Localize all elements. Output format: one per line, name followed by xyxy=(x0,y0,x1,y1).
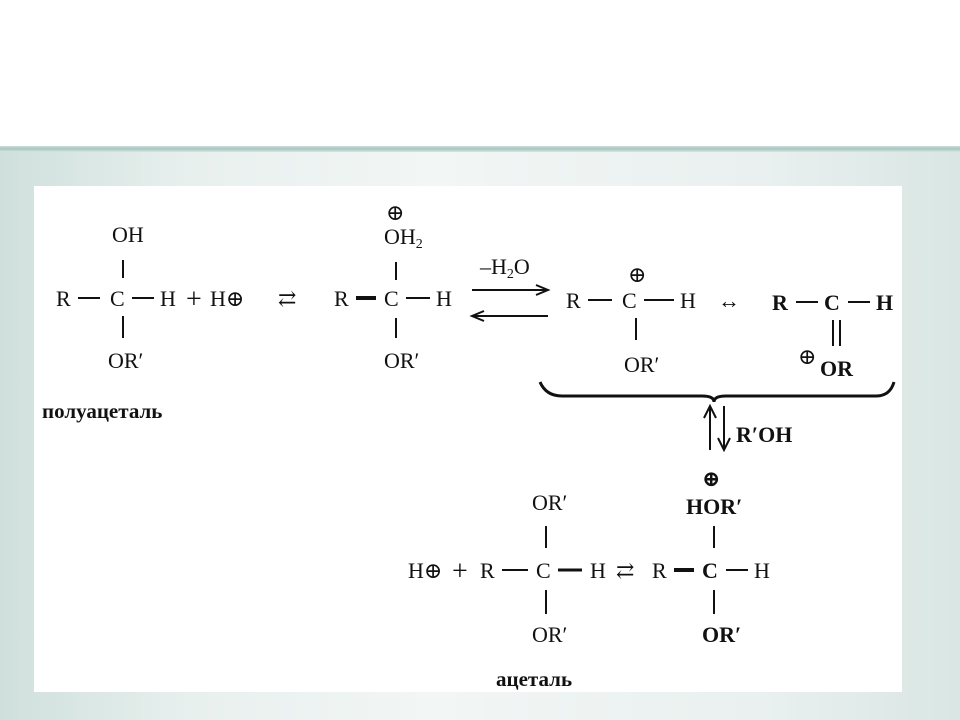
reverse-arrow xyxy=(469,310,548,322)
protonated-or: OR′ xyxy=(384,348,419,373)
protonated-hemiacetal-structure: ⊕ OH2 R C H OR′ xyxy=(334,200,452,373)
hemiacetal-structure: OH R C H OR′ xyxy=(56,222,176,373)
vertical-up-arrow xyxy=(703,403,717,450)
protonated-acetal-h: H xyxy=(754,558,770,583)
hemiacetal-or: OR′ xyxy=(108,348,143,373)
carbocation-h: H xyxy=(680,288,696,313)
protonated-acetal-c: C xyxy=(702,558,718,583)
protonated-acetal-or: OR′ xyxy=(702,622,741,647)
oxonium-c: C xyxy=(824,290,840,315)
carbocation-c: C xyxy=(622,288,637,313)
acetal-structure: H⊕ + R C H OR′ OR′ xyxy=(408,490,606,647)
alcohol-reagent: R′OH xyxy=(736,422,792,447)
protonated-acetal-structure: ⊕ HOR′ R C H OR′ xyxy=(652,466,770,647)
reaction-scheme-panel: OH R C H OR′ + H⊕ полуацеталь ⇄ ⊕ OH2 R … xyxy=(34,186,902,692)
protonated-oh2: OH2 xyxy=(384,224,423,252)
protonated-h: H xyxy=(436,286,452,311)
hemiacetal-oh: OH xyxy=(112,222,144,247)
equilibrium-arrow-2: ⇄ xyxy=(616,558,634,583)
plus-sign: + xyxy=(186,284,202,315)
protonated-acetal-hor: HOR′ xyxy=(686,494,742,519)
carbocation-structure: ⊕ R C H OR′ xyxy=(566,262,696,377)
hemiacetal-caption: полуацеталь xyxy=(42,399,162,423)
protonated-r: R xyxy=(334,286,349,311)
oxonium-r: R xyxy=(772,290,789,315)
acetal-caption: ацеталь xyxy=(496,667,572,691)
acetal-plus-sign: + xyxy=(452,556,468,587)
oxonium-or: OR xyxy=(820,356,854,381)
proton: H⊕ xyxy=(210,286,244,311)
oxonium-structure: R C H ⊕ OR xyxy=(772,290,893,381)
hemiacetal-c: C xyxy=(110,286,125,311)
acetal-or-bottom: OR′ xyxy=(532,622,567,647)
oxonium-h: H xyxy=(876,290,893,315)
slide-divider xyxy=(0,146,960,152)
protonated-charge: ⊕ xyxy=(386,200,404,225)
acetal-r: R xyxy=(480,558,495,583)
acetal-h: H xyxy=(590,558,606,583)
resonance-brace xyxy=(538,381,896,403)
hemiacetal-h: H xyxy=(160,286,176,311)
equilibrium-arrow-1: ⇄ xyxy=(278,286,296,311)
forward-arrow xyxy=(472,284,551,296)
carbocation-or: OR′ xyxy=(624,352,659,377)
protonated-acetal-charge: ⊕ xyxy=(702,466,720,491)
vertical-down-arrow xyxy=(717,406,731,453)
carbocation-charge: ⊕ xyxy=(628,262,646,287)
resonance-arrow: ↔ xyxy=(718,288,740,313)
acetal-formation-scheme: OH R C H OR′ + H⊕ полуацеталь ⇄ ⊕ OH2 R … xyxy=(42,200,896,691)
slide-title-area xyxy=(0,0,960,148)
acetal-proton: H⊕ xyxy=(408,558,442,583)
oxonium-charge: ⊕ xyxy=(798,344,816,369)
water-loss-label: –H2O xyxy=(479,254,530,282)
hemiacetal-r: R xyxy=(56,286,71,311)
acetal-or-top: OR′ xyxy=(532,490,567,515)
protonated-acetal-r: R xyxy=(652,558,667,583)
protonated-c: C xyxy=(384,286,399,311)
acetal-c: C xyxy=(536,558,551,583)
carbocation-r: R xyxy=(566,288,581,313)
